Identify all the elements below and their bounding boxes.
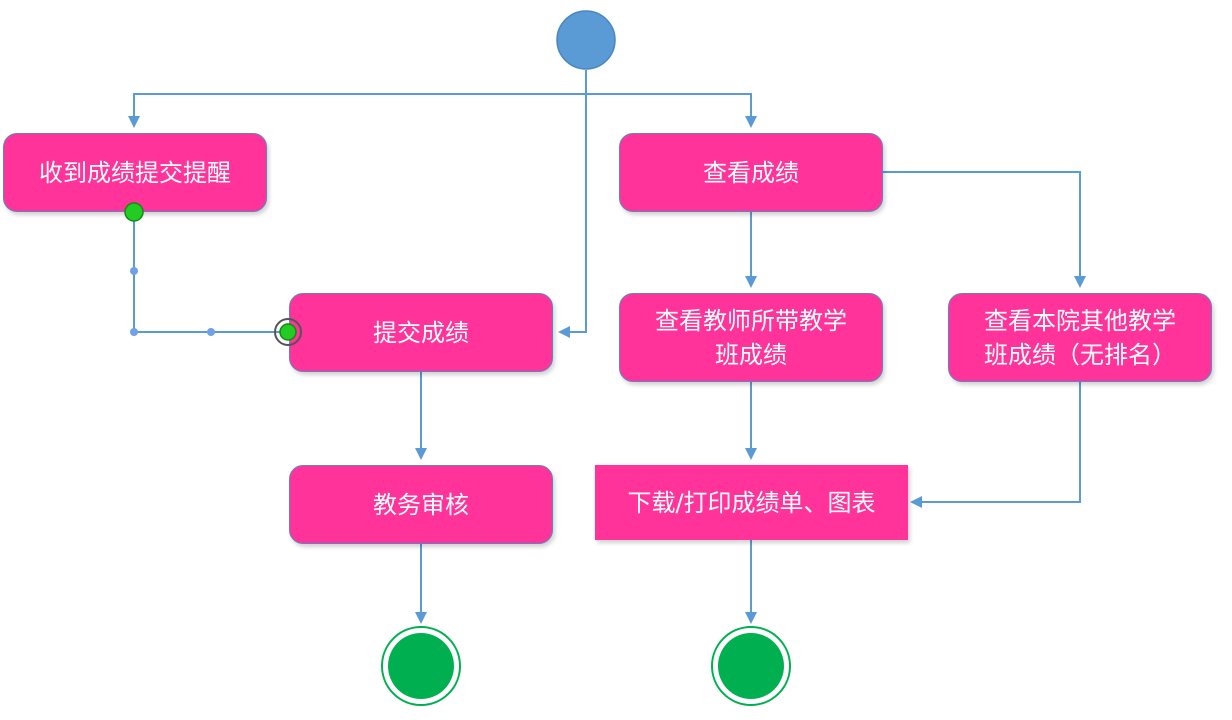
- connector-view-to-other-classes: [883, 171, 1086, 288]
- activity-view-grades[interactable]: 查看成绩: [619, 133, 883, 212]
- activity-label: 教务审核: [373, 490, 469, 519]
- activity-label: 查看教师所带教学 班成绩: [655, 306, 847, 369]
- connector-midpoint-handle[interactable]: [207, 328, 215, 336]
- start-connectors: [128, 70, 757, 338]
- activity-submit-grades[interactable]: 提交成绩: [289, 293, 553, 372]
- end-node-right[interactable]: [711, 626, 791, 706]
- right-flow-connectors: [745, 171, 1086, 624]
- activity-label: 提交成绩: [373, 318, 469, 347]
- activity-download-print[interactable]: 下载/打印成绩单、图表: [595, 465, 908, 540]
- connector-start-to-reminder: [128, 70, 587, 128]
- activity-academic-review[interactable]: 教务审核: [289, 465, 553, 544]
- activity-label: 收到成绩提交提醒: [39, 158, 231, 187]
- activity-label: 查看本院其他教学 班成绩（无排名）: [984, 306, 1176, 369]
- start-node[interactable]: [556, 10, 616, 70]
- activity-label: 下载/打印成绩单、图表: [627, 488, 876, 517]
- connector-start-to-view: [586, 93, 757, 128]
- activity-view-teacher-classes[interactable]: 查看教师所带教学 班成绩: [619, 293, 883, 382]
- connector-other-classes-to-download: [910, 382, 1081, 508]
- activity-view-other-classes[interactable]: 查看本院其他教学 班成绩（无排名）: [948, 293, 1212, 382]
- connector-midpoint-handle[interactable]: [130, 267, 138, 275]
- connector-reminder-to-submit[interactable]: [133, 212, 284, 333]
- connector-start-to-submit: [558, 94, 587, 338]
- connector-bend-handle[interactable]: [130, 328, 138, 336]
- end-node-left[interactable]: [381, 626, 461, 706]
- activity-receive-reminder[interactable]: 收到成绩提交提醒: [3, 133, 267, 212]
- activity-label: 查看成绩: [703, 158, 799, 187]
